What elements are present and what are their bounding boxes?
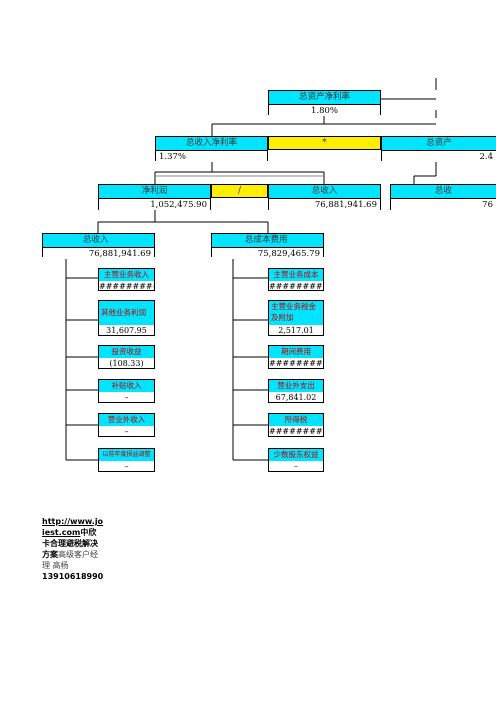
item-label: 营业外支出 (269, 380, 323, 392)
item-value: – (124, 427, 129, 436)
revenue-item-subsidy: 补贴收入 – (98, 379, 155, 403)
website-link[interactable]: http://www.jo iest.com (42, 517, 103, 537)
link-line-2: iest.com (42, 528, 81, 537)
revenue-item-investment: 投资收益 (108.33) (98, 345, 155, 369)
item-value: ########### (269, 427, 323, 436)
revenue-item-main-business: 主营业务收入 ############## (98, 268, 155, 291)
item-label: 期间费用 (269, 346, 323, 358)
item-label: 以前年度损益调整 (99, 449, 154, 461)
cost-item-tax-surcharge: 主营业务税金及附加 2,517.01 (268, 300, 324, 336)
box-value: 75,829,465.79 (212, 248, 323, 259)
item-label: 主营业务成本 (269, 269, 323, 281)
item-value: ############## (99, 282, 154, 291)
box-title: 总资产净利率 (269, 91, 380, 105)
item-label: 所得税 (269, 414, 323, 426)
revenue-net-profit-rate-box: 总收入净利率 1.37% (155, 136, 268, 162)
multiply-operator: * (268, 136, 381, 150)
revenue-box: 总收入 76,881,941.69 (42, 233, 155, 259)
box-value: 76 (391, 199, 496, 210)
item-label: 补贴收入 (99, 380, 154, 392)
item-value: 31,607.95 (106, 326, 147, 335)
revenue-item-non-operating: 营业外收入 – (98, 413, 155, 437)
total-assets-box: 总资产 2.4 (381, 136, 496, 162)
footer-contact: http://www.jo iest.com中欣卡合理避税解决方案高级客户经理 高… (42, 516, 104, 582)
cost-item-main-business-cost: 主营业务成本 ############## (268, 268, 324, 291)
link-line-1: http://www.jo (42, 517, 104, 526)
box-title: 净利润 (99, 185, 210, 199)
footer-text-1: 中欣卡合理避税解决方案 (42, 528, 98, 559)
box-value: 76,881,941.69 (43, 248, 154, 259)
divide-operator: / (211, 184, 268, 198)
box-title: 总收入 (43, 234, 154, 248)
cost-item-income-tax: 所得税 ########### (268, 413, 324, 437)
item-label: 主营业务收入 (99, 269, 154, 281)
total-cost-box: 总成本费用 75,829,465.79 (211, 233, 324, 259)
total-revenue-right-box: 总收 76 (390, 184, 496, 210)
box-value: 1.80% (269, 105, 380, 116)
box-title: 总收 (391, 185, 496, 199)
item-value: – (294, 462, 298, 471)
box-title: 总收入净利率 (156, 137, 267, 151)
item-value: – (124, 393, 129, 402)
revenue-item-prior-adjustment: 以前年度损益调整 – (98, 448, 155, 472)
box-value: 2.4 (382, 151, 496, 162)
item-label: 营业外收入 (99, 414, 154, 426)
cost-item-period-expenses: 期间费用 ############ (268, 345, 324, 369)
box-title: 总资产 (382, 137, 496, 151)
item-value: ############ (269, 359, 323, 368)
box-value: 76,881,941.69 (269, 199, 380, 210)
total-revenue-box: 总收入 76,881,941.69 (268, 184, 381, 210)
cost-item-non-operating-expense: 营业外支出 67,841.02 (268, 379, 324, 403)
item-value: 2,517.01 (278, 326, 314, 335)
item-label: 投资收益 (99, 346, 154, 358)
footer-phone: 13910618990 (42, 572, 104, 581)
box-title: 总成本费用 (212, 234, 323, 248)
revenue-item-other-business: 其他业务利润 31,607.95 (98, 300, 155, 336)
item-value: – (124, 462, 129, 471)
item-label: 其他业务利润 (99, 301, 154, 325)
net-profit-box: 净利润 1,052,475.90 (98, 184, 211, 210)
cost-item-minority-interest: 少数股东权益 – (268, 448, 324, 472)
footer-text-2: 高级客户经理 高杨 (42, 550, 98, 570)
box-value: 1.37% (156, 151, 267, 162)
item-value: (108.33) (109, 359, 144, 368)
total-asset-net-profit-rate-box: 总资产净利率 1.80% (268, 90, 381, 116)
item-label: 主营业务税金及附加 (269, 301, 323, 325)
box-title: 总收入 (269, 185, 380, 199)
item-value: 67,841.02 (275, 393, 317, 402)
item-value: ############## (269, 282, 323, 291)
item-label: 少数股东权益 (269, 449, 323, 461)
box-value: 1,052,475.90 (99, 199, 210, 210)
